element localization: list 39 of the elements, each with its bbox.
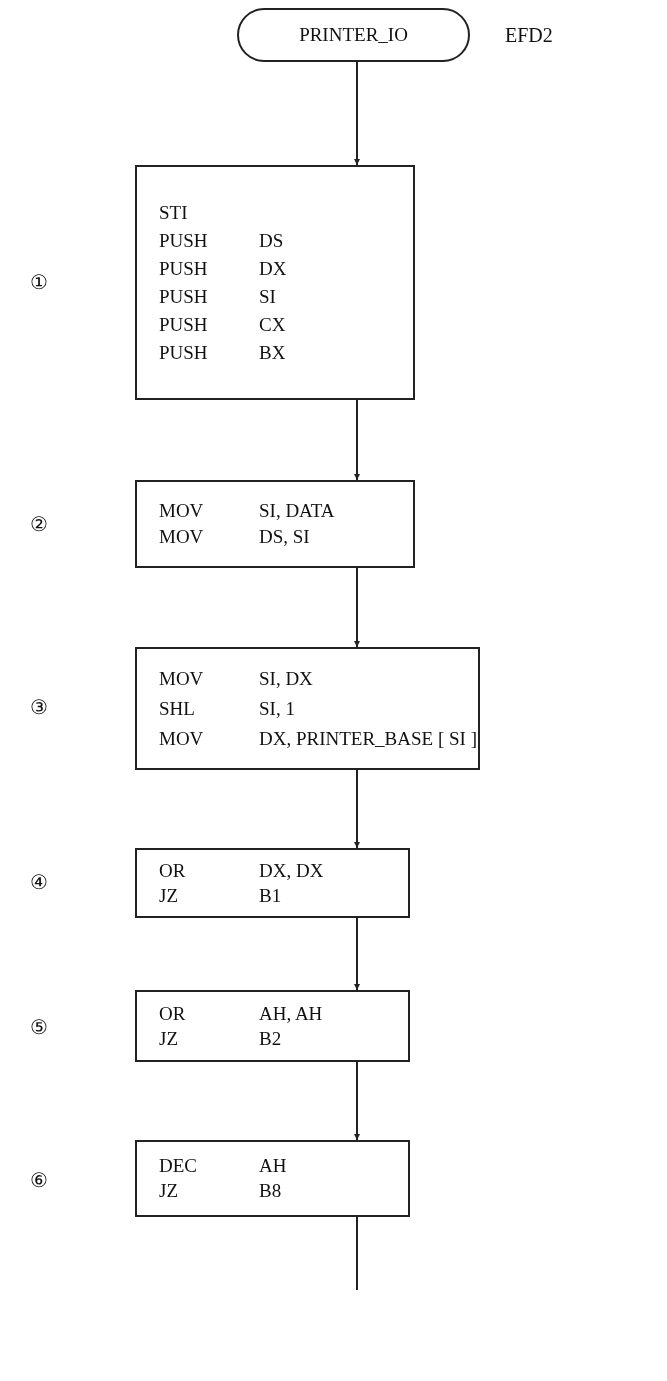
- code-line: JZ B2: [159, 1027, 283, 1050]
- code-line: PUSH SI: [159, 285, 277, 308]
- code-line: OR AH, AH: [159, 1002, 324, 1025]
- code-line: MOV SI, DATA: [159, 500, 336, 522]
- code-line: MOV DS, SI: [159, 526, 311, 548]
- connector-line: [356, 1216, 358, 1291]
- code-line: PUSH DX: [159, 257, 288, 280]
- process-box: [135, 480, 415, 568]
- arrow: [354, 567, 360, 648]
- terminal-label: PRINTER_IO: [299, 24, 408, 46]
- step-number: ⑥: [30, 1168, 48, 1192]
- step-number: ①: [30, 270, 48, 294]
- process-box: [135, 165, 415, 400]
- arrow: [354, 917, 360, 991]
- step-number: ⑤: [30, 1015, 48, 1039]
- process-box: [135, 647, 480, 770]
- process-box: [135, 848, 410, 918]
- arrow: [354, 769, 360, 849]
- terminal-shape: [237, 8, 470, 62]
- process-box: [135, 990, 410, 1062]
- step-number: ②: [30, 512, 48, 536]
- code-line: PUSH CX: [159, 313, 287, 336]
- step-number: ③: [30, 695, 48, 719]
- step-number: ④: [30, 870, 48, 894]
- code-line: STI: [159, 201, 189, 224]
- code-line: PUSH DS: [159, 229, 285, 252]
- code-line: JZ B1: [159, 884, 283, 907]
- code-line: PUSH BX: [159, 341, 287, 364]
- arrow: [354, 399, 360, 481]
- code-line: MOV SI, DX: [159, 667, 314, 690]
- code-line: MOV DX, PRINTER_BASE [ SI ]: [159, 727, 478, 750]
- code-line: JZ B8: [159, 1180, 283, 1202]
- arrow: [354, 61, 360, 166]
- arrow: [354, 1061, 360, 1141]
- code-line: OR DX, DX: [159, 859, 325, 882]
- process-box: [135, 1140, 410, 1217]
- code-line: SHL SI, 1: [159, 697, 296, 720]
- address-label: EFD2: [505, 24, 553, 47]
- code-line: DEC AH: [159, 1155, 288, 1177]
